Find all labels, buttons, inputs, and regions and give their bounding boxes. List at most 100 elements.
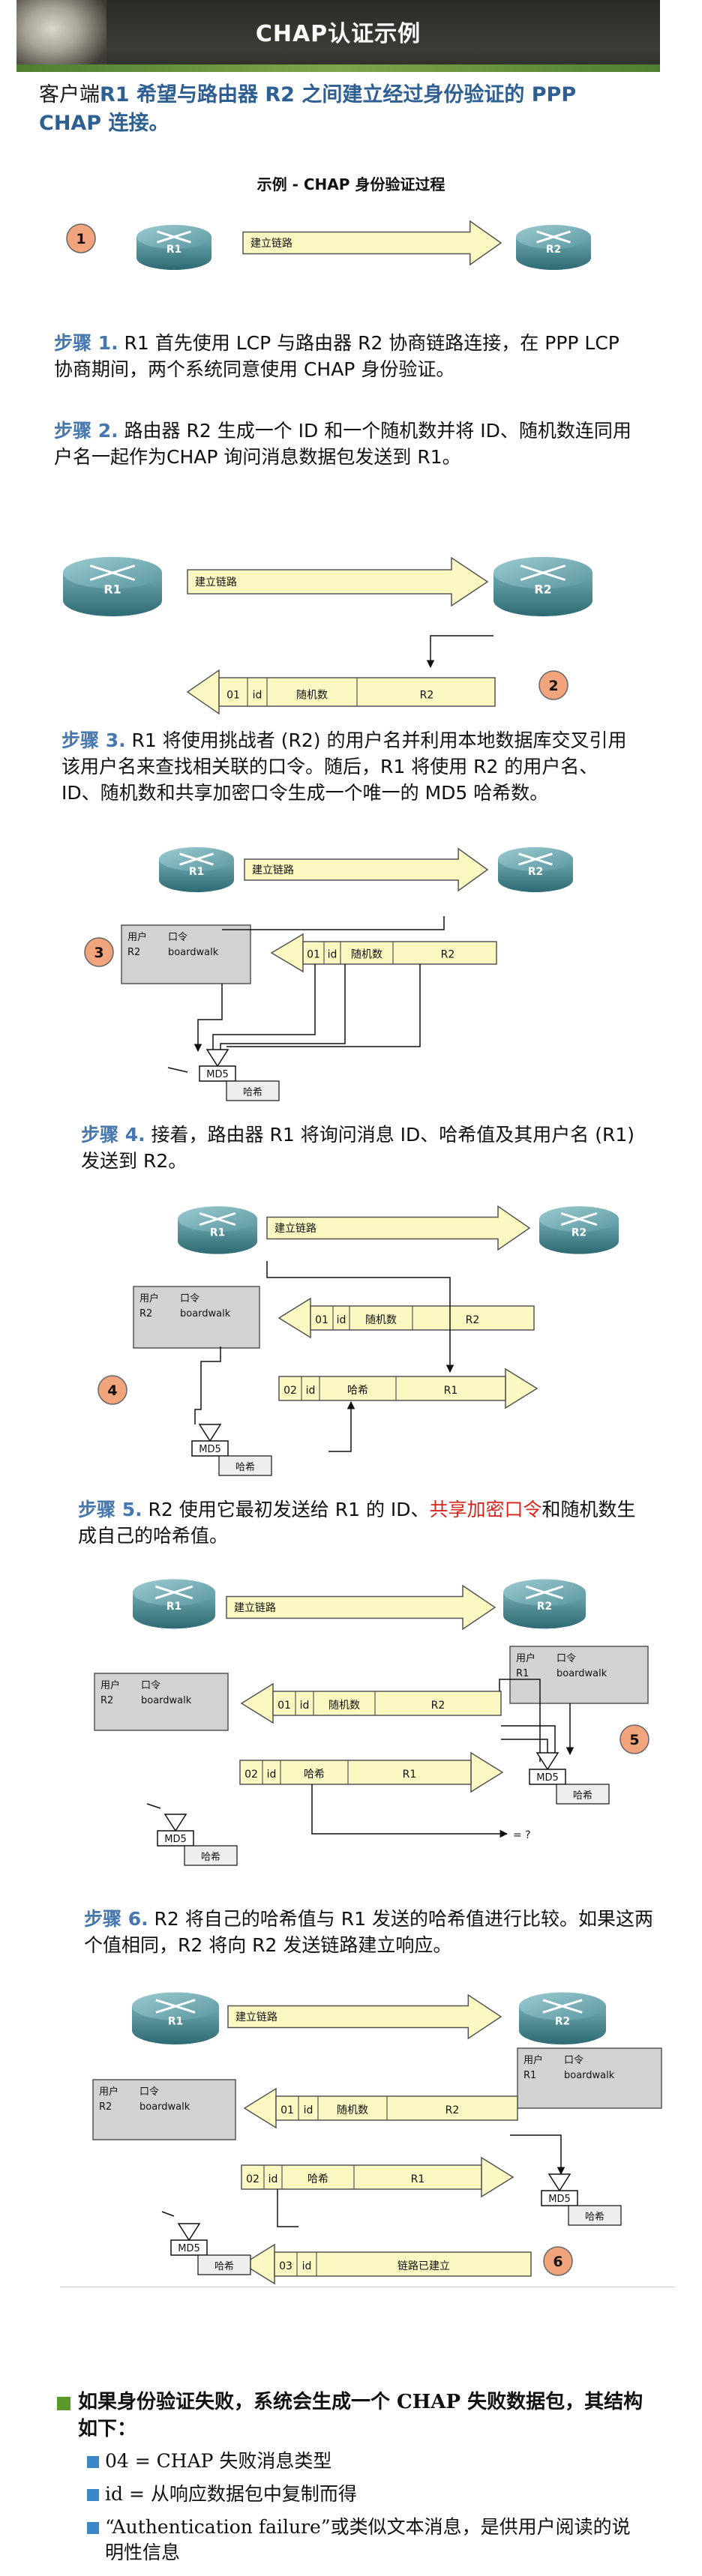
db-user-header: 用户 [516, 1652, 536, 1664]
step-6-text: 步骤 6. R2 将自己的哈希值与 R1 发送的哈希值进行比较。如果这两个值相同… [84, 1908, 653, 1956]
md5-label: MD5 [178, 2243, 200, 2254]
db-password-header: 口令 [140, 2086, 159, 2098]
router-icon: R1 [159, 847, 234, 892]
flow-line [501, 1739, 548, 1754]
flow-line [510, 2134, 566, 2176]
step-badge [538, 670, 568, 700]
packet-field: id [337, 1314, 346, 1326]
md5-box [191, 1440, 229, 1457]
router-label: R2 [546, 244, 562, 256]
db-password: boardwalk [180, 1308, 231, 1319]
db-password: boardwalk [140, 2101, 190, 2113]
router-label: R2 [572, 1227, 587, 1239]
packet-field: 随机数 [337, 2104, 368, 2116]
db-user-header: 用户 [100, 1679, 120, 1691]
hash-output-box [184, 1845, 238, 1866]
router-label: R1 [104, 583, 121, 597]
packet-field: 随机数 [328, 1700, 360, 1712]
md5-label: MD5 [199, 1444, 221, 1455]
flow-line [501, 1725, 556, 1754]
router-icon: R2 [516, 225, 591, 270]
packet-field: R2 [446, 2104, 460, 2116]
md5-box [157, 1830, 194, 1847]
hash-output-box [568, 2205, 622, 2226]
packet-field: 哈希 [304, 1769, 325, 1781]
packet-field: 哈希 [308, 2173, 328, 2185]
packet-arrowhead [243, 2087, 277, 2129]
db-password: boardwalk [556, 1668, 608, 1679]
packet-field: R1 [403, 1769, 417, 1781]
blue-bullet-icon [87, 2489, 99, 2501]
md5-funnel-icon [548, 2173, 572, 2192]
step-badge [66, 223, 96, 253]
router-icon: R2 [494, 556, 592, 617]
step-badge-number: 2 [548, 678, 558, 694]
packet-arrowhead [505, 1367, 538, 1409]
link-arrow [242, 220, 502, 266]
failure-item-1: 04 = CHAP 失败消息类型 [105, 2450, 332, 2472]
md5-funnel-icon [198, 1424, 222, 1442]
user-db-box [133, 1286, 260, 1349]
md5-funnel-icon [164, 1814, 188, 1832]
link-arrow [187, 556, 489, 607]
db-password-header: 口令 [564, 2055, 584, 2066]
hash-output-label: 哈希 [243, 1087, 262, 1098]
packet-arrowhead [481, 2156, 514, 2198]
link-arrow [227, 1993, 502, 2040]
packet-field: id [304, 2104, 314, 2116]
router-label: R1 [166, 244, 182, 256]
link-label: 建立链路 [250, 238, 292, 250]
step-badge-number: 5 [629, 1732, 639, 1748]
packet-arrowhead [240, 1682, 274, 1724]
flow-line [146, 1803, 161, 1809]
md5-label: MD5 [548, 2194, 571, 2205]
intro-main: R1 希望与路由器 R2 之间建立经过身份验证的 PPP CHAP 连接。 [39, 83, 577, 135]
step-badge [84, 937, 114, 967]
blue-bullet-icon [87, 2456, 99, 2468]
diagram-caption: 示例 - CHAP 身份验证过程 [256, 175, 446, 193]
db-password-header: 口令 [141, 1680, 160, 1691]
packet-field: 02 [246, 2173, 260, 2185]
link-label: 建立链路 [195, 577, 237, 589]
packet-field: id [268, 2173, 278, 2185]
db-password-header: 口令 [180, 1293, 200, 1304]
packet-field: R1 [411, 2173, 425, 2185]
green-bullet-icon [57, 2397, 70, 2410]
link-label: 建立链路 [234, 1602, 276, 1614]
flow-line [426, 635, 494, 669]
step-badge [620, 1724, 650, 1754]
banner-photo [16, 0, 106, 72]
packet-arrowhead [270, 933, 304, 973]
packet-field: R1 [444, 1385, 458, 1397]
flow-line [277, 2189, 298, 2227]
flow-line [212, 964, 316, 1051]
md5-label: MD5 [206, 1069, 229, 1080]
flow-line [194, 1346, 221, 1424]
link-arrow [226, 1584, 496, 1631]
flow-line [499, 1679, 541, 1762]
flow-line [220, 964, 346, 1051]
hash-output-box [197, 2254, 251, 2275]
packet-field: id [253, 689, 262, 701]
link-arrow [266, 1205, 531, 1251]
packet-field: 02 [284, 1385, 297, 1397]
db-user-header: 用户 [524, 2054, 543, 2066]
packet-body [302, 941, 497, 965]
step-badge-number: 1 [76, 231, 86, 247]
md5-box [199, 1065, 236, 1082]
header-banner: CHAP认证示例 [16, 0, 660, 72]
packet-field: 02 [244, 1769, 258, 1781]
intro-text: 客户端R1 希望与路由器 R2 之间建立经过身份验证的 PPP CHAP 连接。 [39, 81, 639, 138]
router-icon: R1 [136, 225, 212, 270]
packet-body [310, 1305, 535, 1331]
step-badge-number: 3 [94, 945, 104, 961]
md5-label: MD5 [536, 1772, 559, 1784]
db-username: R2 [128, 947, 140, 958]
failure-note: 如果身份验证失败，系统会生成一个 CHAP 失败数据包，其结构如下： [78, 2391, 644, 2440]
packet-field: 哈希 [347, 1385, 368, 1397]
packet-field: id [302, 2260, 312, 2272]
step-2-text: 步骤 2. 路由器 R2 生成一个 ID 和一个随机数并将 ID、随机数连同用户… [54, 420, 632, 468]
packet-field: R2 [420, 689, 434, 701]
md5-funnel-icon [206, 1049, 230, 1068]
router-icon: R2 [498, 847, 573, 892]
